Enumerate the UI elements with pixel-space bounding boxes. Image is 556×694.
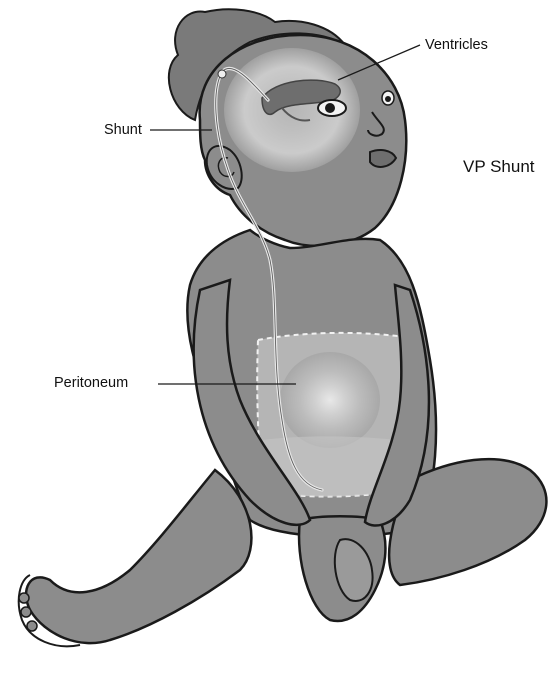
left-leg — [26, 470, 251, 643]
toe — [27, 621, 37, 631]
toe — [19, 593, 29, 603]
peritoneum-label: Peritoneum — [54, 376, 128, 391]
shunt-label: Shunt — [104, 123, 142, 138]
toe — [21, 607, 31, 617]
abdomen-glow — [280, 352, 380, 448]
ventricles-label: Ventricles — [425, 38, 488, 53]
shunt-valve — [218, 70, 226, 78]
pupil — [325, 103, 335, 113]
pupil-right — [385, 96, 391, 102]
diagram-title: VP Shunt — [463, 158, 535, 175]
